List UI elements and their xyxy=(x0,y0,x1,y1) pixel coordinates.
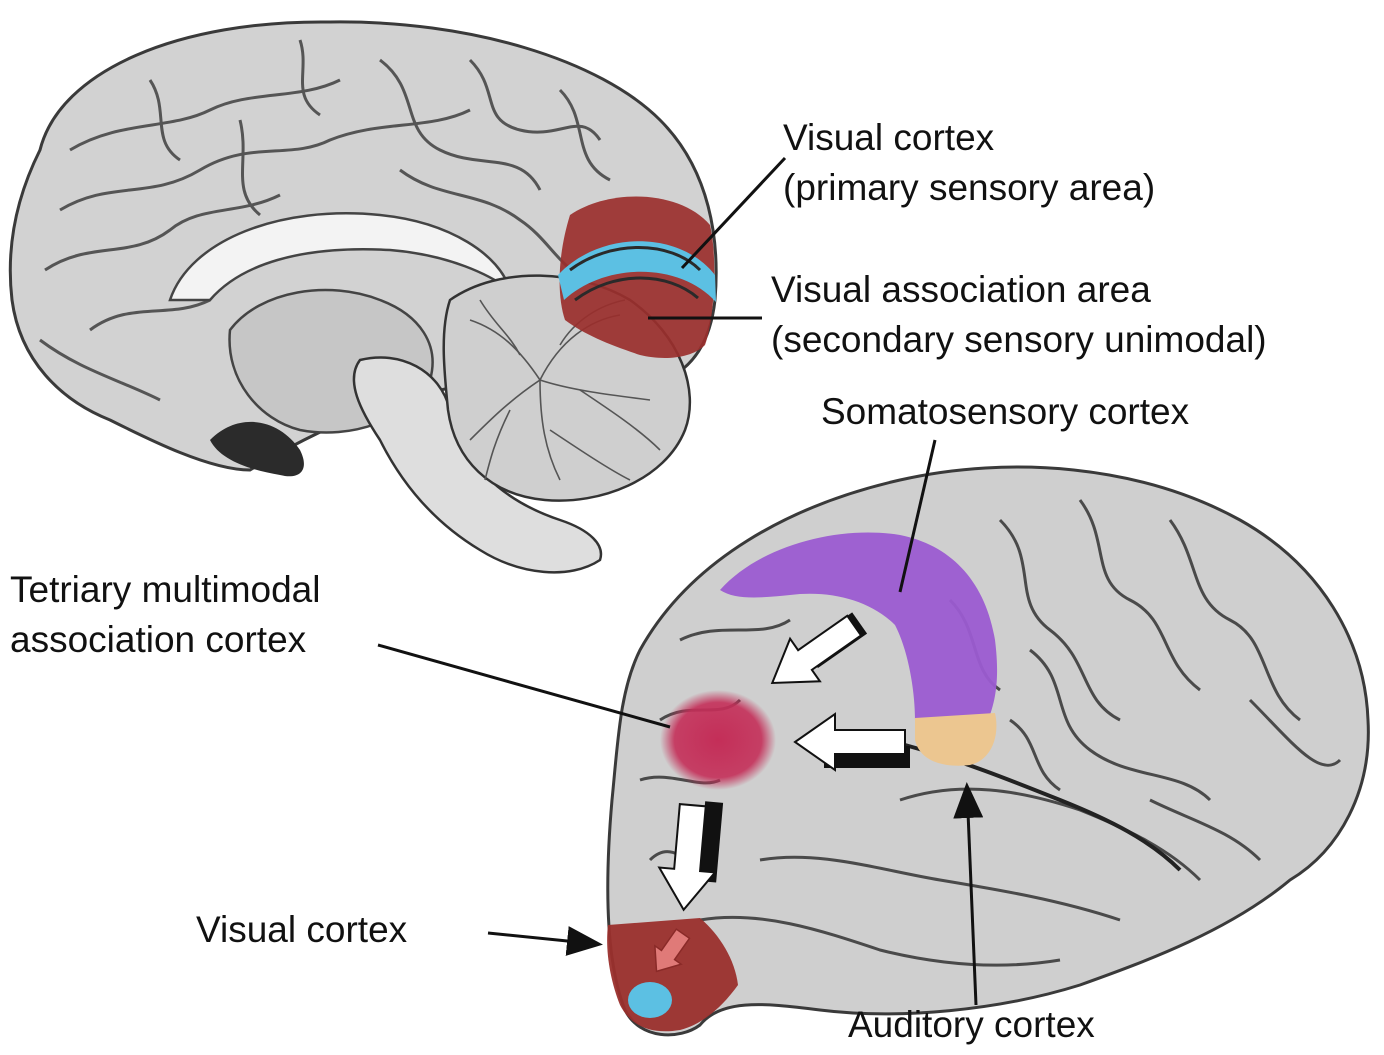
label-visual-cortex-primary-line2: (primary sensory area) xyxy=(783,167,1156,208)
label-visual-association: Visual association area (secondary senso… xyxy=(771,265,1267,365)
label-visual-cortex-primary-line1: Visual cortex xyxy=(783,117,995,158)
medial-gyri xyxy=(39,39,611,402)
label-visual-cortex-primary: Visual cortex (primary sensory area) xyxy=(783,113,1155,213)
leader-visual-cortex-top xyxy=(680,156,787,270)
flow-arrow-visual xyxy=(654,928,691,973)
label-auditory-cortex: Auditory cortex xyxy=(848,1004,1095,1045)
auditory-region xyxy=(915,713,997,766)
flow-arrow-lower xyxy=(657,801,724,912)
lateral-visual-blue-spot xyxy=(628,982,672,1018)
label-tertiary-multimodal: Tetriary multimodal association cortex xyxy=(10,565,320,665)
label-visual-cortex-lateral: Visual cortex xyxy=(196,909,408,950)
leader-tertiary xyxy=(377,643,671,729)
flow-arrow-upper xyxy=(770,612,868,684)
label-visual-association-line2: (secondary sensory unimodal) xyxy=(771,319,1267,360)
hypothalamus-shadow xyxy=(210,421,304,477)
label-somatosensory: Somatosensory cortex xyxy=(821,391,1190,432)
somatosensory-region xyxy=(720,532,998,720)
label-visual-association-line1: Visual association area xyxy=(771,269,1151,310)
label-tertiary-line1: Tetriary multimodal xyxy=(10,569,321,610)
leader-auditory xyxy=(953,782,984,1006)
medial-brain xyxy=(8,20,718,574)
leader-visual-cortex-bottom xyxy=(487,926,603,956)
multimodal-association-region xyxy=(660,690,776,790)
label-tertiary-line2: association cortex xyxy=(10,619,307,660)
leader-somatosensory xyxy=(898,439,937,593)
lateral-brain xyxy=(606,465,1370,1037)
flow-arrow-middle xyxy=(793,712,910,772)
occipital-blue-band xyxy=(558,241,716,302)
